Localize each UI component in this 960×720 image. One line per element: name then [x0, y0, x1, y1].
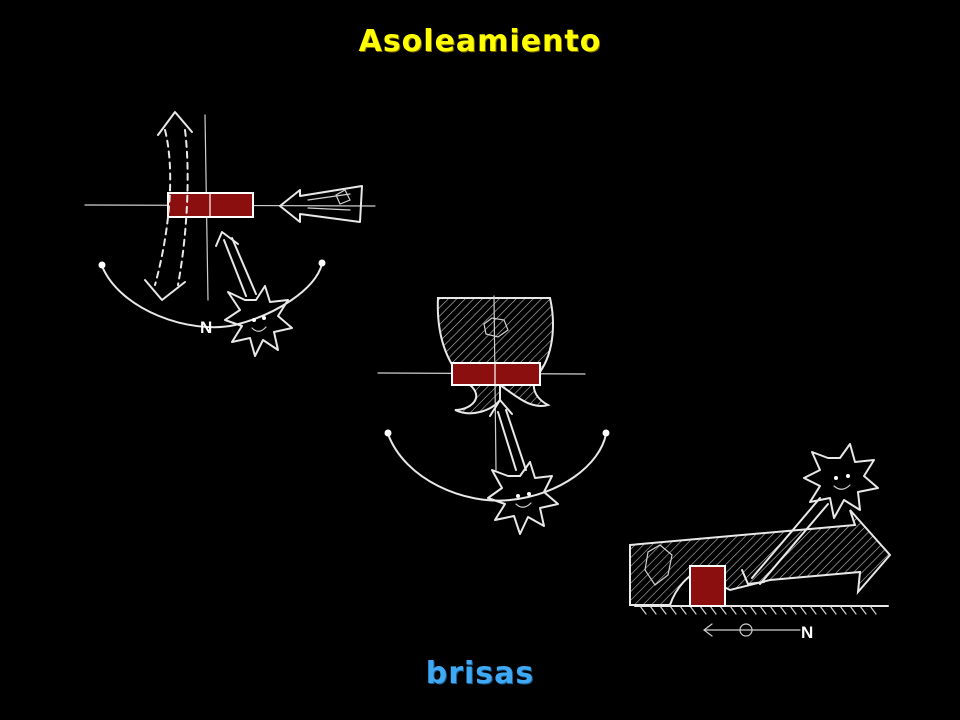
diagram-2: [377, 295, 610, 535]
diagram-1-wind-arrow-icon: [279, 185, 363, 223]
title-brisas: brisas: [425, 656, 535, 691]
diagram-1: [84, 111, 376, 357]
diagram-3-ground: [634, 605, 889, 615]
diagram-2-sun-icon: [487, 461, 559, 535]
north-label-diagram-1: N: [200, 318, 213, 337]
diagram-1-sun-path: [101, 263, 323, 329]
north-label-diagram-3: N: [801, 623, 814, 642]
diagram-1-dashed-arrow: [154, 129, 172, 286]
title-asoleamiento: Asoleamiento: [358, 24, 602, 59]
diagram-3-sun-icon: [803, 443, 879, 519]
diagram-3-wind-arrow: [629, 509, 892, 606]
diagram-2-building: [451, 362, 541, 386]
diagram-2-sun-path: [387, 433, 607, 502]
diagram-3: [629, 443, 892, 637]
diagram-1-sun-icon: [224, 285, 293, 357]
diagram-3-building: [689, 565, 726, 607]
